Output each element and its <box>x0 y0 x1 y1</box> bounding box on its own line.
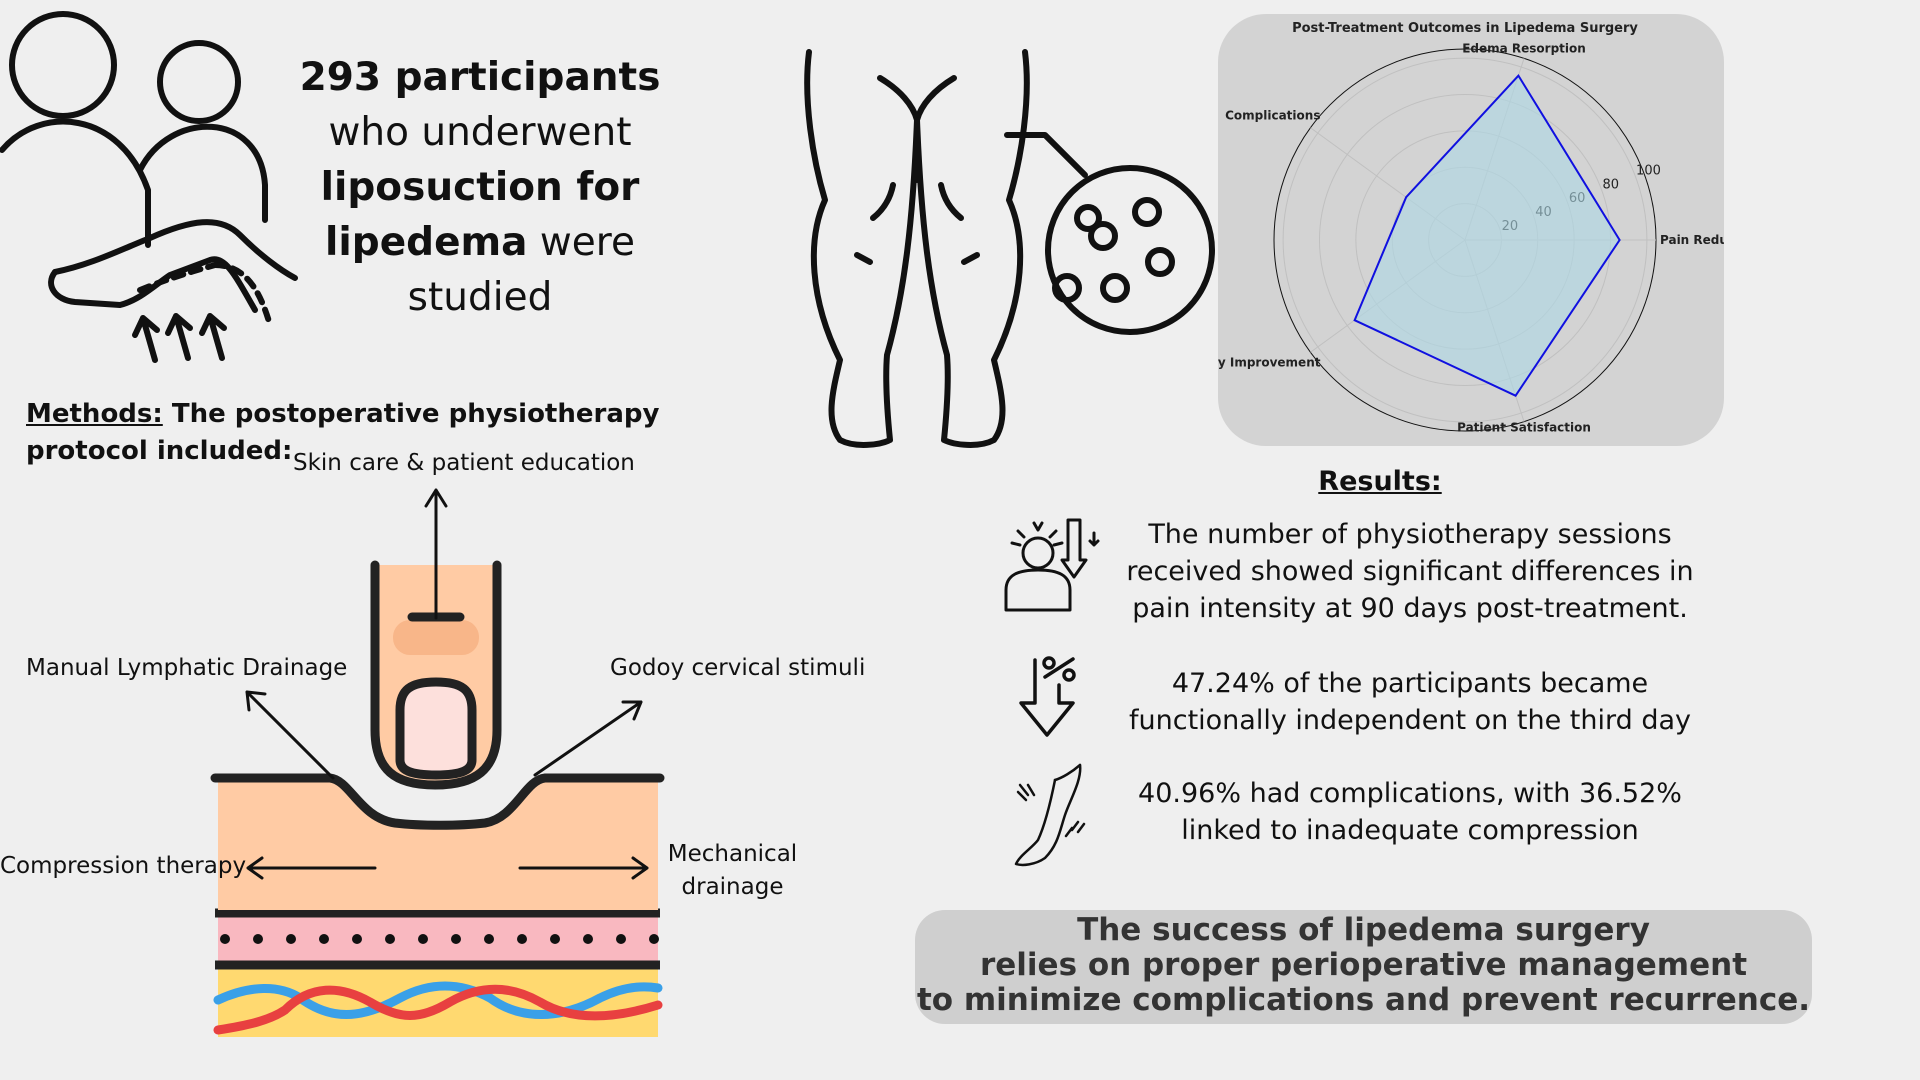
radar-chart: Post-Treatment Outcomes in Lipedema Surg… <box>1218 21 1724 435</box>
methods-text: The postoperative physiotherapy protocol… <box>26 399 660 466</box>
pain-head-icon <box>1004 518 1100 612</box>
participants-line3: liposuction for <box>320 165 640 210</box>
skin-cross-section-diagram <box>210 488 665 1037</box>
radar-data-point <box>1517 75 1519 77</box>
participants-count: 293 participants <box>299 55 661 100</box>
mld-arrow <box>245 690 335 780</box>
legs-lipedema-icon <box>804 49 1215 448</box>
participants-line2: who underwent <box>328 110 632 155</box>
red-vessel <box>213 984 663 1035</box>
radar-category-label: Edema Resorption <box>1462 41 1586 55</box>
radar-tick-label: 80 <box>1602 177 1619 192</box>
participants-summary: 293 participants who underwent liposucti… <box>290 50 670 325</box>
result-independence-text: 47.24% of the participants became functi… <box>1129 668 1691 736</box>
conclusion-line3: to minimize complications and prevent re… <box>916 982 1811 1018</box>
percent-down-arrow-icon <box>1019 656 1076 737</box>
chart-title: Post-Treatment Outcomes in Lipedema Surg… <box>1292 21 1638 36</box>
radar-series-area <box>1353 74 1621 397</box>
conclusion-line1: The success of lipedema surgery <box>1077 912 1650 948</box>
leg-compression-icon <box>1014 763 1086 867</box>
radar-tick-label: 100 <box>1636 163 1661 178</box>
radar-category-label: Mobility Improvement <box>1218 355 1321 369</box>
participants-illustration-icon <box>0 11 298 363</box>
result-pain-text: The number of physiotherapy sessions rec… <box>1126 519 1694 624</box>
godoy-stimuli-label: Godoy cervical stimuli <box>610 655 866 681</box>
radar-data-point <box>1354 319 1356 321</box>
blue-vessel <box>213 981 663 1019</box>
participants-line4-rest: were <box>527 220 635 265</box>
fingernail-icon <box>395 677 477 780</box>
godoy-arrow <box>533 700 643 777</box>
skin-layer <box>218 778 658 910</box>
skin-care-arrow <box>424 488 448 620</box>
radar-category-label: Complications <box>1225 109 1320 123</box>
participants-line4-bold: lipedema <box>325 220 528 265</box>
result-complications-text: 40.96% had complications, with 36.52% li… <box>1138 778 1682 846</box>
methods-label: Methods: <box>26 399 163 429</box>
manual-lymphatic-drainage-label: Manual Lymphatic Drainage <box>26 655 348 681</box>
methods-heading: Methods: The postoperative physiotherapy… <box>26 396 746 470</box>
conclusion-line2: relies on proper perioperative managemen… <box>979 947 1748 983</box>
compression-arrow <box>246 856 377 880</box>
conclusion-box: The success of lipedema surgery relies o… <box>915 910 1812 1024</box>
results-title: Results: <box>1318 466 1442 497</box>
mechanical-drainage-label: Mechanical drainage <box>667 841 798 900</box>
radar-data-point <box>1405 196 1407 198</box>
radar-data-point <box>1515 395 1517 397</box>
participants-line5: studied <box>407 275 553 320</box>
radar-data-point <box>1619 239 1621 241</box>
mechanical-arrow <box>518 856 649 880</box>
compression-therapy-label: Compression therapy <box>0 853 247 879</box>
radar-category-label: Patient Satisfaction <box>1457 421 1591 435</box>
dermis-dots <box>220 934 659 944</box>
skin-care-label: Skin care & patient education <box>293 450 635 476</box>
radar-category-label: Pain Reduction <box>1660 233 1724 247</box>
